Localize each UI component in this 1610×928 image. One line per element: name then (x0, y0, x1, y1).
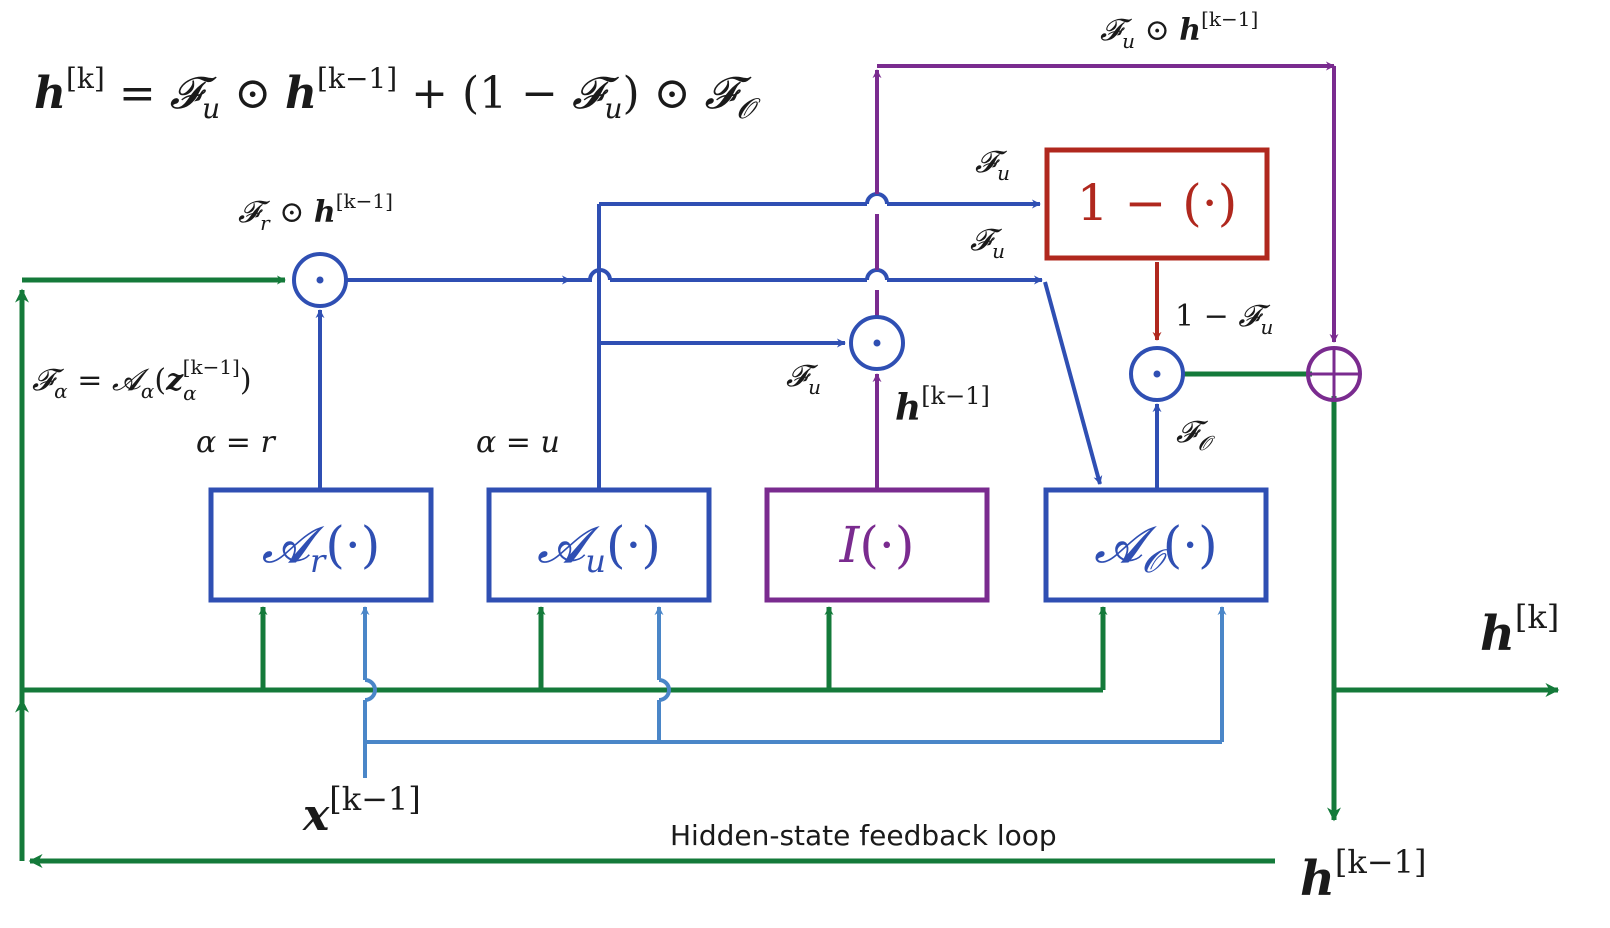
identity-lines (872, 61, 1339, 490)
label-f-o: 𝓕𝓞 (1176, 415, 1215, 455)
box-ar-label: 𝓐r(·) (262, 516, 381, 580)
label-fu-1: 𝓕u (975, 145, 1010, 185)
box-i-frame (764, 487, 990, 603)
reset-hop-u (570, 268, 612, 282)
label-feedback-loop: Hidden-state feedback loop (670, 819, 1057, 852)
label-fu-2: 𝓕u (970, 223, 1005, 263)
input-x-lines (360, 606, 1227, 778)
x-hop-au (658, 678, 671, 702)
reset-odot-dot (316, 276, 324, 284)
box-au-frame (486, 487, 712, 603)
label-x-k1: x[k−1] (302, 780, 421, 841)
reset-hop-i (865, 268, 889, 281)
label-fu-3: 𝓕u (786, 359, 821, 399)
box-one-minus-frame (1044, 147, 1270, 261)
label-h-k1-out: h[k−1] (1300, 843, 1426, 907)
box-au: 𝓐u(·) (486, 487, 712, 603)
box-i: I(·) (764, 487, 990, 603)
output-odot-dot (1153, 370, 1161, 378)
label-h-k-out: h[k] (1480, 598, 1559, 662)
label-f-alpha: 𝓕α = 𝓐α(zα[k−1]) (32, 355, 252, 405)
label-alpha-r: α = r (196, 425, 276, 460)
box-ar-frame (208, 487, 434, 603)
gate-lines (315, 192, 1162, 490)
reset-odot (292, 252, 348, 308)
box-ao-frame (1043, 487, 1269, 603)
label-fu-odot-h-top: 𝓕u ⊙ h[k−1] (1100, 7, 1258, 53)
hidden-state-lines (15, 275, 1560, 868)
au-hop-i (865, 192, 889, 205)
box-one-minus: 1 − (·) (1044, 147, 1270, 261)
label-h-k1-mid: h[k−1] (895, 382, 990, 429)
x-hop-ar (364, 678, 377, 702)
label-alpha-u: α = u (476, 425, 560, 460)
identity-odot (849, 315, 905, 371)
main-equation: h[k] = 𝓕u ⊙ h[k−1] + (1 − 𝓕u) ⊙ 𝓕𝓞 (34, 62, 761, 125)
reset-to-ao (1043, 281, 1103, 485)
oplus (1306, 346, 1362, 402)
box-ar: 𝓐r(·) (208, 487, 434, 603)
label-fr-odot-h: 𝓕r ⊙ h[k−1] (238, 189, 393, 235)
output-odot (1129, 346, 1185, 402)
box-ao: 𝓐𝓞(·) (1043, 487, 1269, 603)
label-one-minus-fu: 1 − 𝓕u (1175, 299, 1273, 339)
box-i-label: I(·) (839, 516, 915, 574)
box-one-minus-label: 1 − (·) (1077, 174, 1237, 232)
identity-odot-dot (873, 339, 881, 347)
